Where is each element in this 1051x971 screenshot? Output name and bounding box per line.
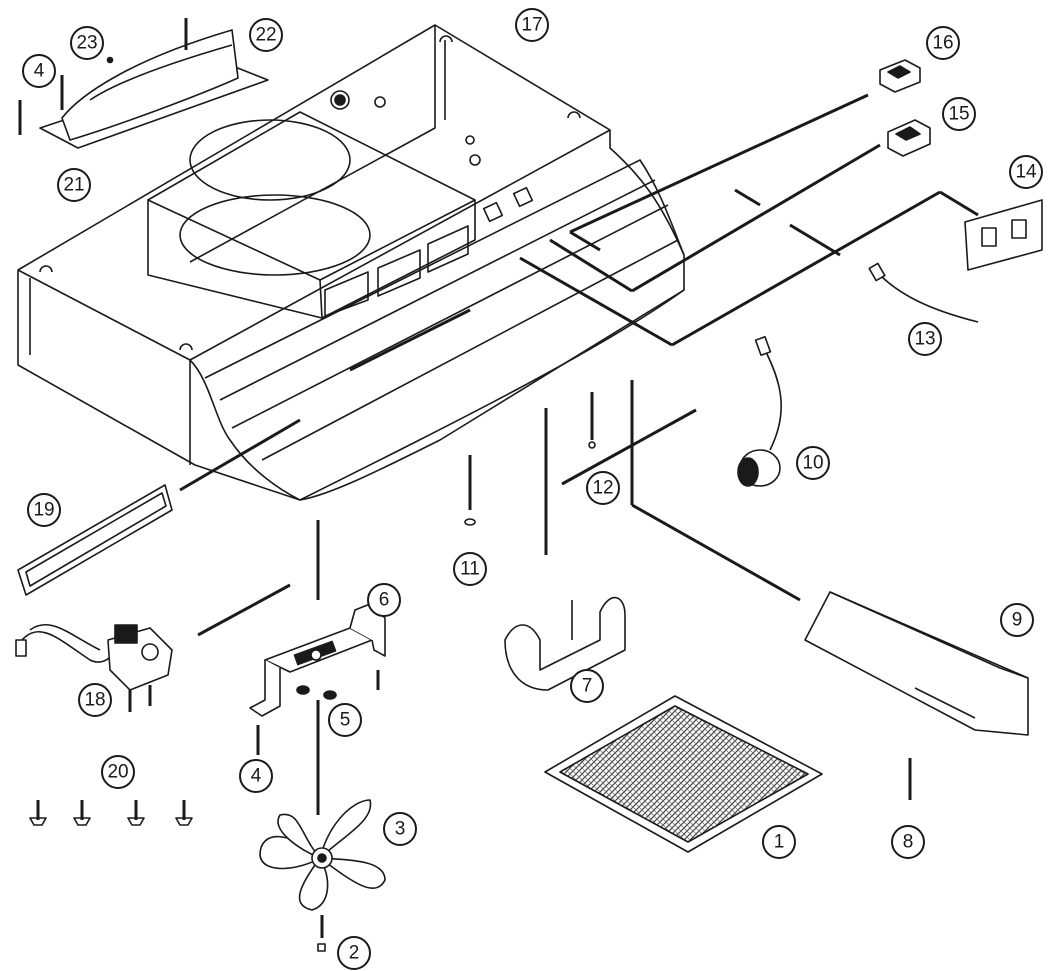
svg-text:16: 16 xyxy=(932,33,953,54)
svg-text:3: 3 xyxy=(395,819,406,840)
fan-blade-part xyxy=(259,799,386,952)
motor-part xyxy=(15,624,173,712)
svg-text:4: 4 xyxy=(34,61,45,82)
callout-22: 22 xyxy=(249,18,283,52)
callout-21: 21 xyxy=(57,168,91,202)
svg-text:2: 2 xyxy=(349,943,360,964)
callout-11: 11 xyxy=(453,552,487,586)
callout-1: 1 xyxy=(762,825,796,859)
callout-7: 7 xyxy=(570,669,604,703)
svg-text:23: 23 xyxy=(76,33,97,54)
callout-17: 17 xyxy=(515,8,549,42)
mounting-screws-top xyxy=(18,18,188,135)
callout-10: 10 xyxy=(796,446,830,480)
svg-text:11: 11 xyxy=(460,559,480,580)
callout-19: 19 xyxy=(27,493,61,527)
svg-text:19: 19 xyxy=(33,500,54,521)
svg-text:18: 18 xyxy=(84,690,105,711)
screw-12-part xyxy=(588,392,596,449)
svg-text:22: 22 xyxy=(255,25,276,46)
svg-text:1: 1 xyxy=(774,832,785,853)
callout-15: 15 xyxy=(942,97,976,131)
callout-18: 18 xyxy=(78,683,112,717)
leader-lines xyxy=(179,93,979,815)
callout-12: 12 xyxy=(586,471,620,505)
callout-16: 16 xyxy=(926,26,960,60)
svg-text:12: 12 xyxy=(592,478,613,499)
callout-4b: 4 xyxy=(239,759,273,793)
callout-20: 20 xyxy=(101,755,135,789)
light-socket-part xyxy=(737,335,782,487)
grommet-part xyxy=(464,518,476,526)
motor-bracket-part xyxy=(249,603,386,755)
svg-text:7: 7 xyxy=(582,676,593,697)
svg-text:5: 5 xyxy=(340,710,351,731)
callout-3: 3 xyxy=(383,812,417,846)
svg-text:21: 21 xyxy=(63,175,84,196)
svg-text:15: 15 xyxy=(948,104,969,125)
svg-text:10: 10 xyxy=(802,453,823,474)
damper-part xyxy=(39,29,269,149)
svg-text:20: 20 xyxy=(107,762,128,783)
callout-6: 6 xyxy=(367,583,401,617)
svg-text:9: 9 xyxy=(1012,610,1023,631)
svg-text:13: 13 xyxy=(914,329,935,350)
callout-13: 13 xyxy=(908,322,942,356)
callout-9: 9 xyxy=(1000,603,1034,637)
rocker-switch-parts xyxy=(879,59,931,157)
callout-4a: 4 xyxy=(22,54,56,88)
screws-20-part xyxy=(29,800,193,826)
svg-text:8: 8 xyxy=(903,832,914,853)
callout-5: 5 xyxy=(328,703,362,737)
callout-2: 2 xyxy=(337,936,371,970)
grease-filter-part xyxy=(544,695,823,853)
callouts: 1 2 3 4 4 5 6 7 8 9 10 11 12 13 14 15 16… xyxy=(22,8,1043,970)
callout-23: 23 xyxy=(70,26,104,60)
svg-text:17: 17 xyxy=(521,15,542,36)
light-lens-part xyxy=(17,484,173,596)
callout-14: 14 xyxy=(1009,155,1043,189)
u-bracket-part xyxy=(504,596,626,691)
filter-channel-part xyxy=(804,591,1029,736)
svg-text:4: 4 xyxy=(251,766,262,787)
switch-plate-part xyxy=(964,199,1043,271)
range-hood-body xyxy=(17,24,685,501)
svg-text:14: 14 xyxy=(1015,162,1037,183)
callout-8: 8 xyxy=(891,825,925,859)
svg-text:6: 6 xyxy=(379,590,390,611)
wire-harness-part xyxy=(868,262,979,323)
